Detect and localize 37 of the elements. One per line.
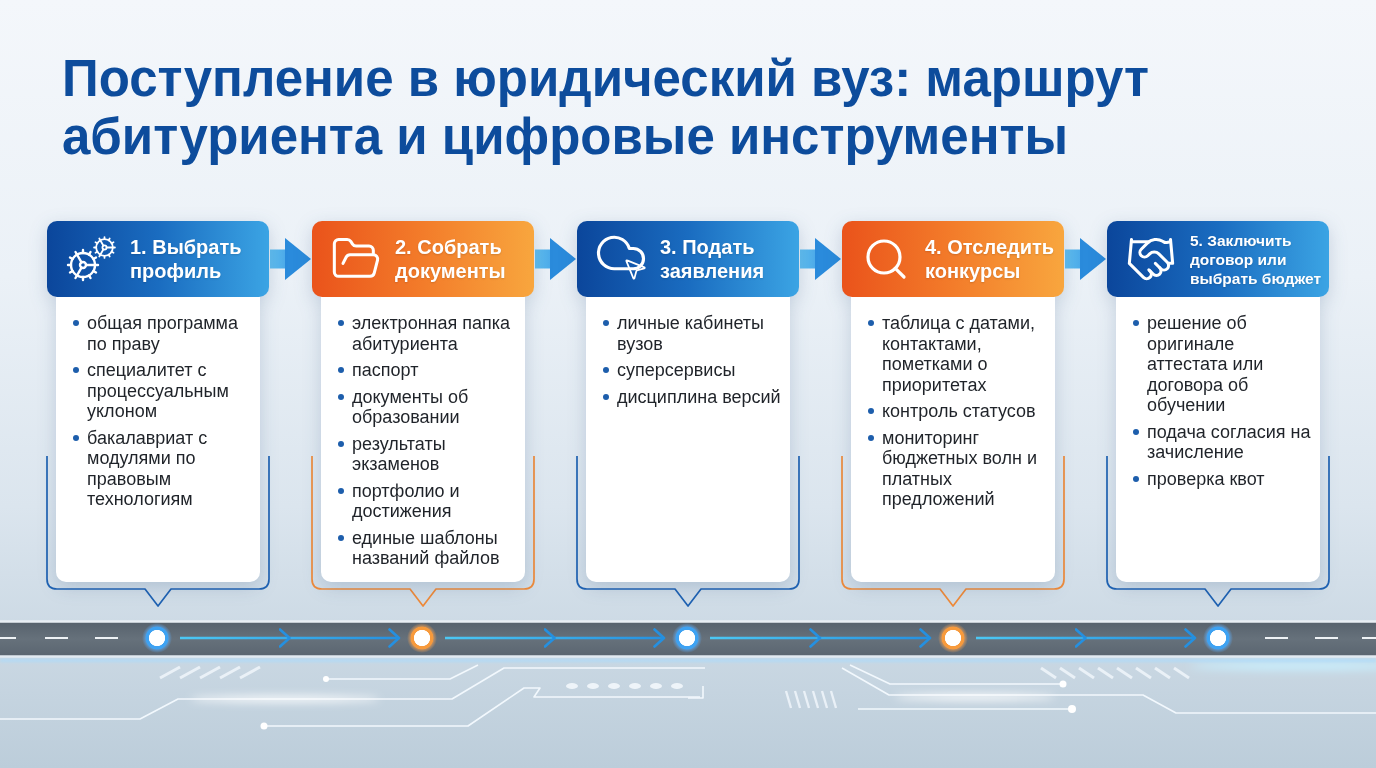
step-card <box>842 221 1064 582</box>
list-item-text: документы об образовании <box>352 386 470 428</box>
arrow <box>445 628 666 648</box>
list-item-text: личные кабинеты вузов <box>617 313 765 354</box>
list-item-text: подача согласия на зачисление <box>1147 421 1312 463</box>
block-arrow <box>800 238 841 280</box>
list-item-text: мониторинг бюджетных волн и платных предложений <box>882 427 1038 510</box>
list-item-text: результаты экзаменов <box>352 433 447 475</box>
list-item-text: паспорт <box>352 360 419 381</box>
step-card <box>1107 221 1329 582</box>
card-title: 5. Заключить договор или выбрать бюджет <box>1190 230 1323 288</box>
card-title: 4. Отследить конкурсы <box>925 235 1056 283</box>
list-item-text: единые шаблоны названий файлов <box>352 527 501 569</box>
list-item-text: портфолио и достижения <box>352 480 461 522</box>
list-item-text: электронная папка абитуриента <box>352 313 512 354</box>
page-title: Поступление в юридический вуз: маршрут абитуриента и цифровые инструменты <box>62 50 1150 166</box>
card-title: 2. Собрать документы <box>395 235 507 283</box>
list-item-text: общая программа по праву <box>87 313 239 354</box>
block-arrow <box>535 238 576 280</box>
list-item-text: суперсервисы <box>617 360 736 381</box>
list-item-text: решение об оригинале аттестата или договора об обучении <box>1147 313 1265 416</box>
block-arrow <box>1065 238 1106 280</box>
list-item-text: таблица с датами, контактами, пометками о приоритетах <box>882 313 1037 395</box>
step-card <box>577 221 799 582</box>
list-item-text: проверка квот <box>1147 468 1265 489</box>
block-arrow <box>270 238 311 280</box>
arrow <box>180 628 401 648</box>
card-title: 1. Выбрать профиль <box>130 235 243 283</box>
list-item-text: дисциплина версий <box>617 386 781 407</box>
card-title: 3. Подать заявления <box>660 235 766 283</box>
list-item-text: контроль статусов <box>882 401 1036 422</box>
list-item-text: бакалавриат с модулями по правовым технологиям <box>87 427 209 510</box>
step-card <box>47 221 269 582</box>
list-item-text: специалитет с процессуальным уклоном <box>87 360 230 422</box>
arrow <box>710 628 932 648</box>
step-card <box>312 221 534 582</box>
arrow <box>976 628 1197 648</box>
